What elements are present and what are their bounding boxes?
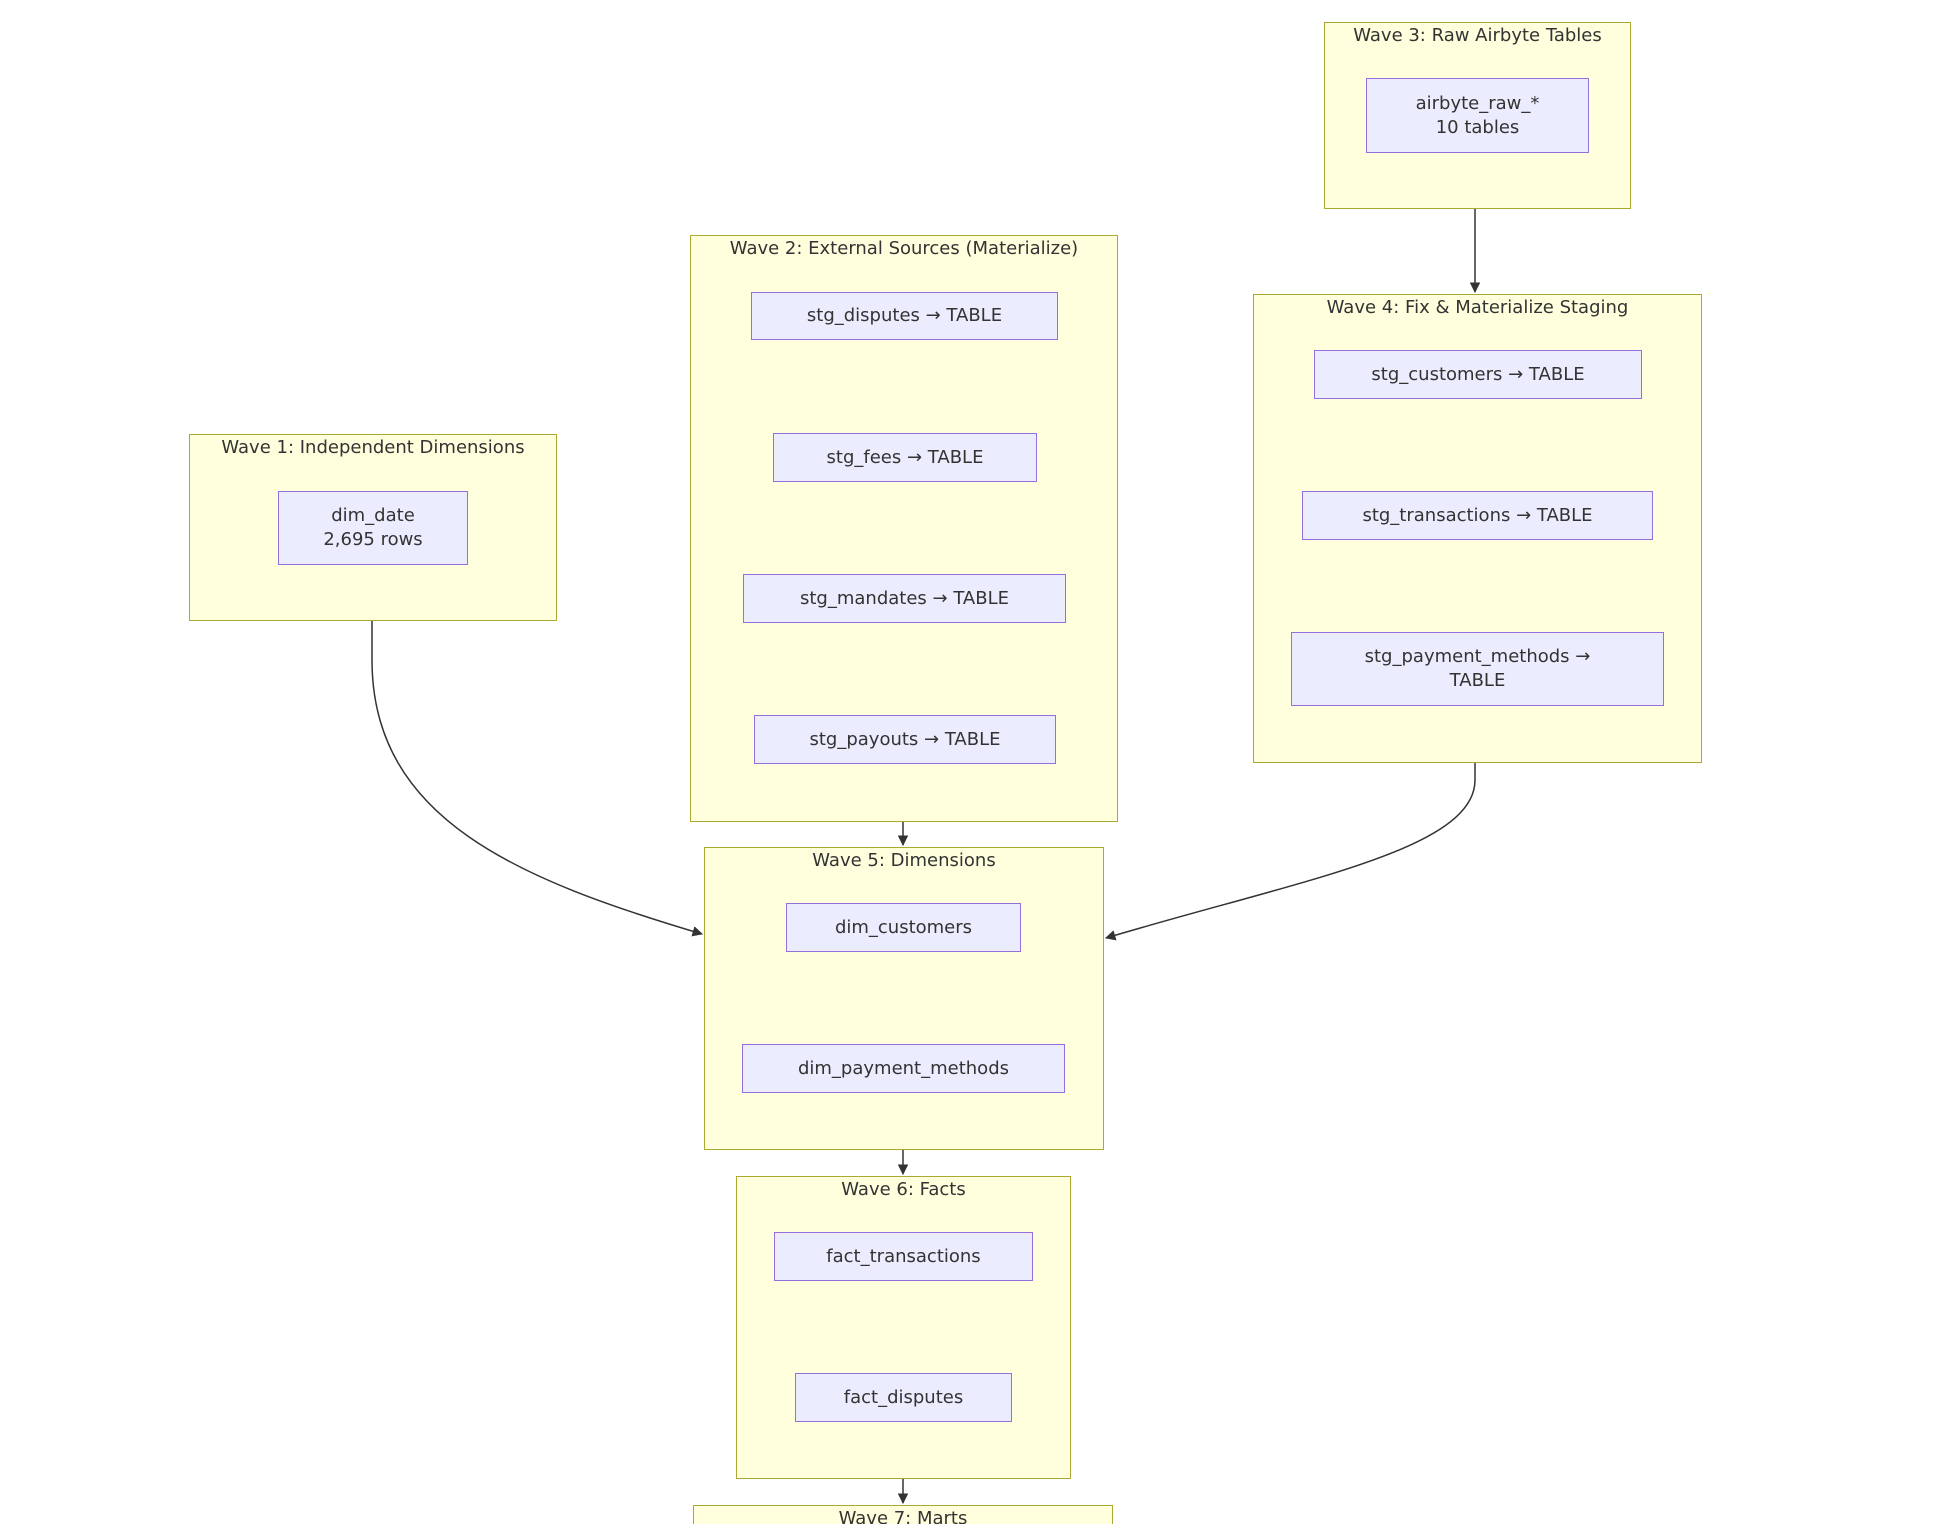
node-label: stg_fees → TABLE [826, 446, 984, 468]
cluster-title: Wave 7: Marts [838, 1508, 968, 1524]
node-label: airbyte_raw_* 10 tables [1415, 92, 1540, 138]
cluster-wave-6: Wave 6: Facts [736, 1176, 1071, 1479]
node-fact-disputes[interactable]: fact_disputes [795, 1373, 1012, 1422]
node-airbyte-raw[interactable]: airbyte_raw_* 10 tables [1366, 78, 1589, 153]
cluster-title: Wave 5: Dimensions [812, 850, 996, 871]
cluster-title: Wave 3: Raw Airbyte Tables [1353, 25, 1602, 46]
node-stg-fees[interactable]: stg_fees → TABLE [773, 433, 1037, 482]
node-label: stg_disputes → TABLE [806, 305, 1003, 326]
node-label: dim_customers [834, 916, 973, 938]
cluster-title: Wave 2: External Sources (Materialize) [729, 238, 1079, 259]
cluster-title: Wave 6: Facts [841, 1179, 966, 1200]
node-label: dim_payment_methods [797, 1057, 1010, 1079]
cluster-wave-5: Wave 5: Dimensions [704, 847, 1104, 1150]
node-dim-payment-methods[interactable]: dim_payment_methods [742, 1044, 1065, 1093]
cluster-wave-7: Wave 7: Marts [693, 1505, 1113, 1524]
node-stg-mandates[interactable]: stg_mandates → TABLE [743, 574, 1066, 623]
cluster-title: Wave 1: Independent Dimensions [221, 437, 525, 458]
node-label: stg_transactions → TABLE [1362, 504, 1593, 526]
node-stg-customers[interactable]: stg_customers → TABLE [1314, 350, 1642, 399]
node-dim-date[interactable]: dim_date 2,695 rows [278, 491, 468, 565]
node-stg-transactions[interactable]: stg_transactions → TABLE [1302, 491, 1653, 540]
node-label: dim_date 2,695 rows [323, 505, 423, 550]
node-label: fact_disputes [843, 1386, 964, 1408]
node-label: stg_customers → TABLE [1371, 363, 1585, 385]
node-label: fact_transactions [826, 1245, 981, 1267]
node-label: stg_mandates → TABLE [800, 587, 1009, 609]
node-dim-customers[interactable]: dim_customers [786, 903, 1021, 952]
node-label: stg_payment_methods → TABLE [1364, 646, 1591, 691]
edge-wave4-to-wave5 [1104, 763, 1476, 941]
node-stg-payouts[interactable]: stg_payouts → TABLE [754, 715, 1056, 764]
node-label: stg_payouts → TABLE [809, 728, 1001, 750]
cluster-title: Wave 4: Fix & Materialize Staging [1326, 297, 1629, 318]
node-stg-disputes[interactable]: stg_disputes → TABLE [751, 292, 1058, 340]
node-stg-payment-methods[interactable]: stg_payment_methods → TABLE [1291, 632, 1664, 706]
edge-wave1-to-wave5 [371, 621, 704, 937]
node-fact-transactions[interactable]: fact_transactions [774, 1232, 1033, 1281]
